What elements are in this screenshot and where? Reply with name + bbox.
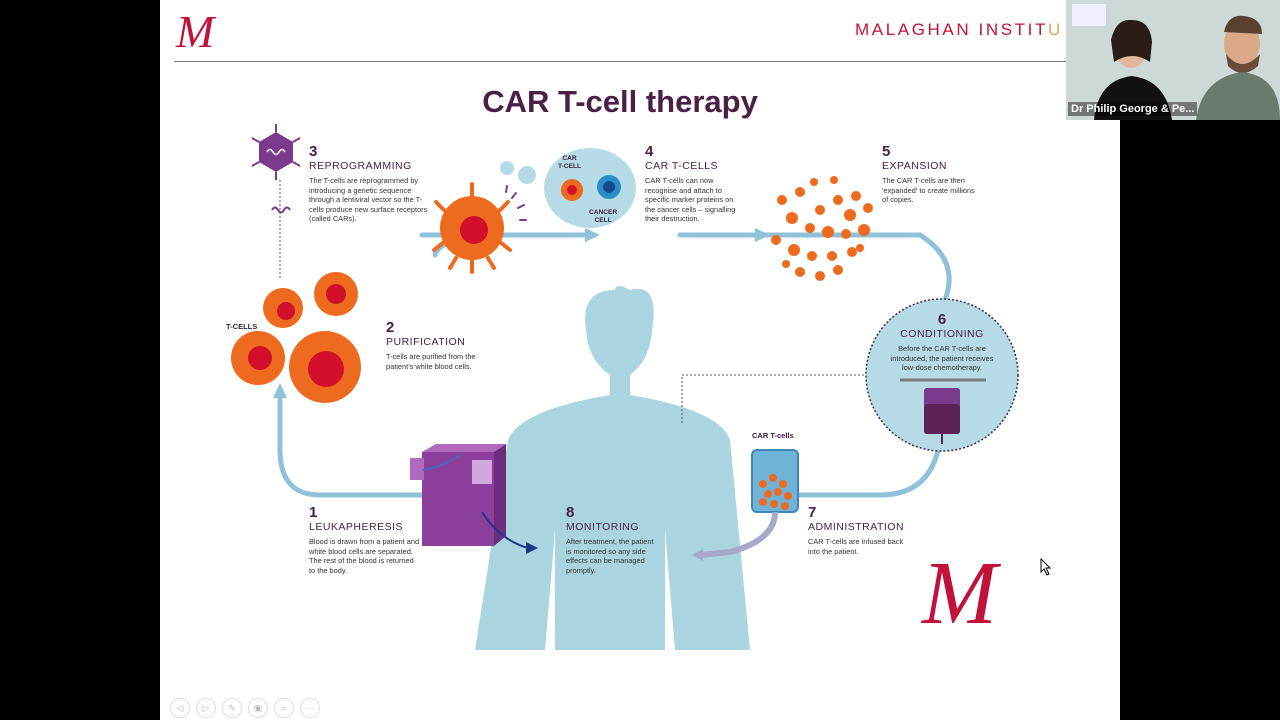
bubble <box>500 161 514 175</box>
lentiviral-vector <box>251 124 301 180</box>
prev-icon[interactable]: ◁ <box>170 698 190 718</box>
car-t-cells-bag-label: CAR T-cells <box>752 431 794 440</box>
t-cells-label: T-CELLS <box>226 322 258 331</box>
therapy-diagram <box>231 124 1019 650</box>
mouse-cursor-icon <box>1040 558 1052 576</box>
car-t-cancer-bubble <box>544 148 636 228</box>
receptor-marks <box>505 185 527 221</box>
arrow-head <box>755 228 770 242</box>
malaghan-logo-large: M <box>922 544 997 643</box>
leukapheresis-machine <box>410 444 506 546</box>
patient-silhouette <box>475 286 750 650</box>
bubble <box>518 166 536 184</box>
slides-icon[interactable]: ▣ <box>248 698 268 718</box>
dotted-connector <box>681 374 864 425</box>
car-t-cell-large <box>432 182 512 274</box>
header-divider <box>174 61 1066 62</box>
conditioning-circle <box>865 298 1019 452</box>
participant-video[interactable]: Dr Philip George & Pe... <box>1066 0 1280 120</box>
expanded-cells-cluster <box>771 176 873 281</box>
arrow-head <box>273 383 287 398</box>
wall-poster <box>1072 4 1106 26</box>
slide-toolbar: ◁ ▷ ✎ ▣ ⌕ ⋯ <box>170 698 320 718</box>
zoom-icon[interactable]: ⌕ <box>274 698 294 718</box>
participant-name: Dr Philip George & Pe... <box>1068 102 1198 116</box>
next-icon[interactable]: ▷ <box>196 698 216 718</box>
blood-return-tube <box>481 511 529 549</box>
slide-title: CAR T-cell therapy <box>482 84 758 119</box>
more-icon[interactable]: ⋯ <box>300 698 320 718</box>
arrow-head <box>585 228 600 242</box>
genetic-sequence <box>271 206 291 214</box>
pen-icon[interactable]: ✎ <box>222 698 242 718</box>
malaghan-logo: M <box>176 6 215 57</box>
infusion-line <box>699 511 778 558</box>
bag-cells <box>759 474 792 510</box>
t-cells-cluster <box>231 272 361 403</box>
presentation-slide: M MALAGHAN INSTITU CAR T-cell therapy <box>160 0 1120 720</box>
video-feed <box>1066 0 1280 120</box>
institute-name: MALAGHAN INSTITU <box>855 20 1063 39</box>
